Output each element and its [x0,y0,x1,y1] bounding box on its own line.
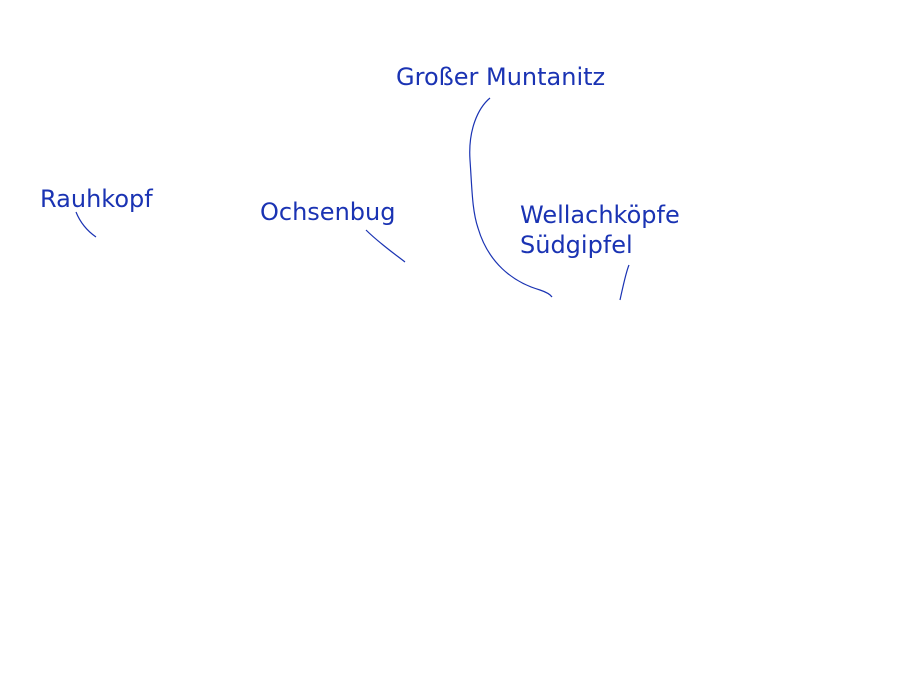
label-ochsenbug: Ochsenbug [260,198,396,226]
label-wellachkoepfe-line1: Wellachköpfe [520,201,680,229]
label-wellachkoepfe-line2: Südgipfel [520,231,633,259]
label-wellachkoepfe-suedgipfel: Wellachköpfe Südgipfel [520,200,680,260]
leader-line-wellachkoepfe-suedgipfel [619,264,630,301]
leader-line-ochsenbug [365,229,406,263]
leader-line-rauhkopf [75,211,97,238]
label-rauhkopf: Rauhkopf [40,185,153,213]
leader-line-grosser-muntanitz [469,97,553,298]
label-grosser-muntanitz: Großer Muntanitz [396,63,606,91]
